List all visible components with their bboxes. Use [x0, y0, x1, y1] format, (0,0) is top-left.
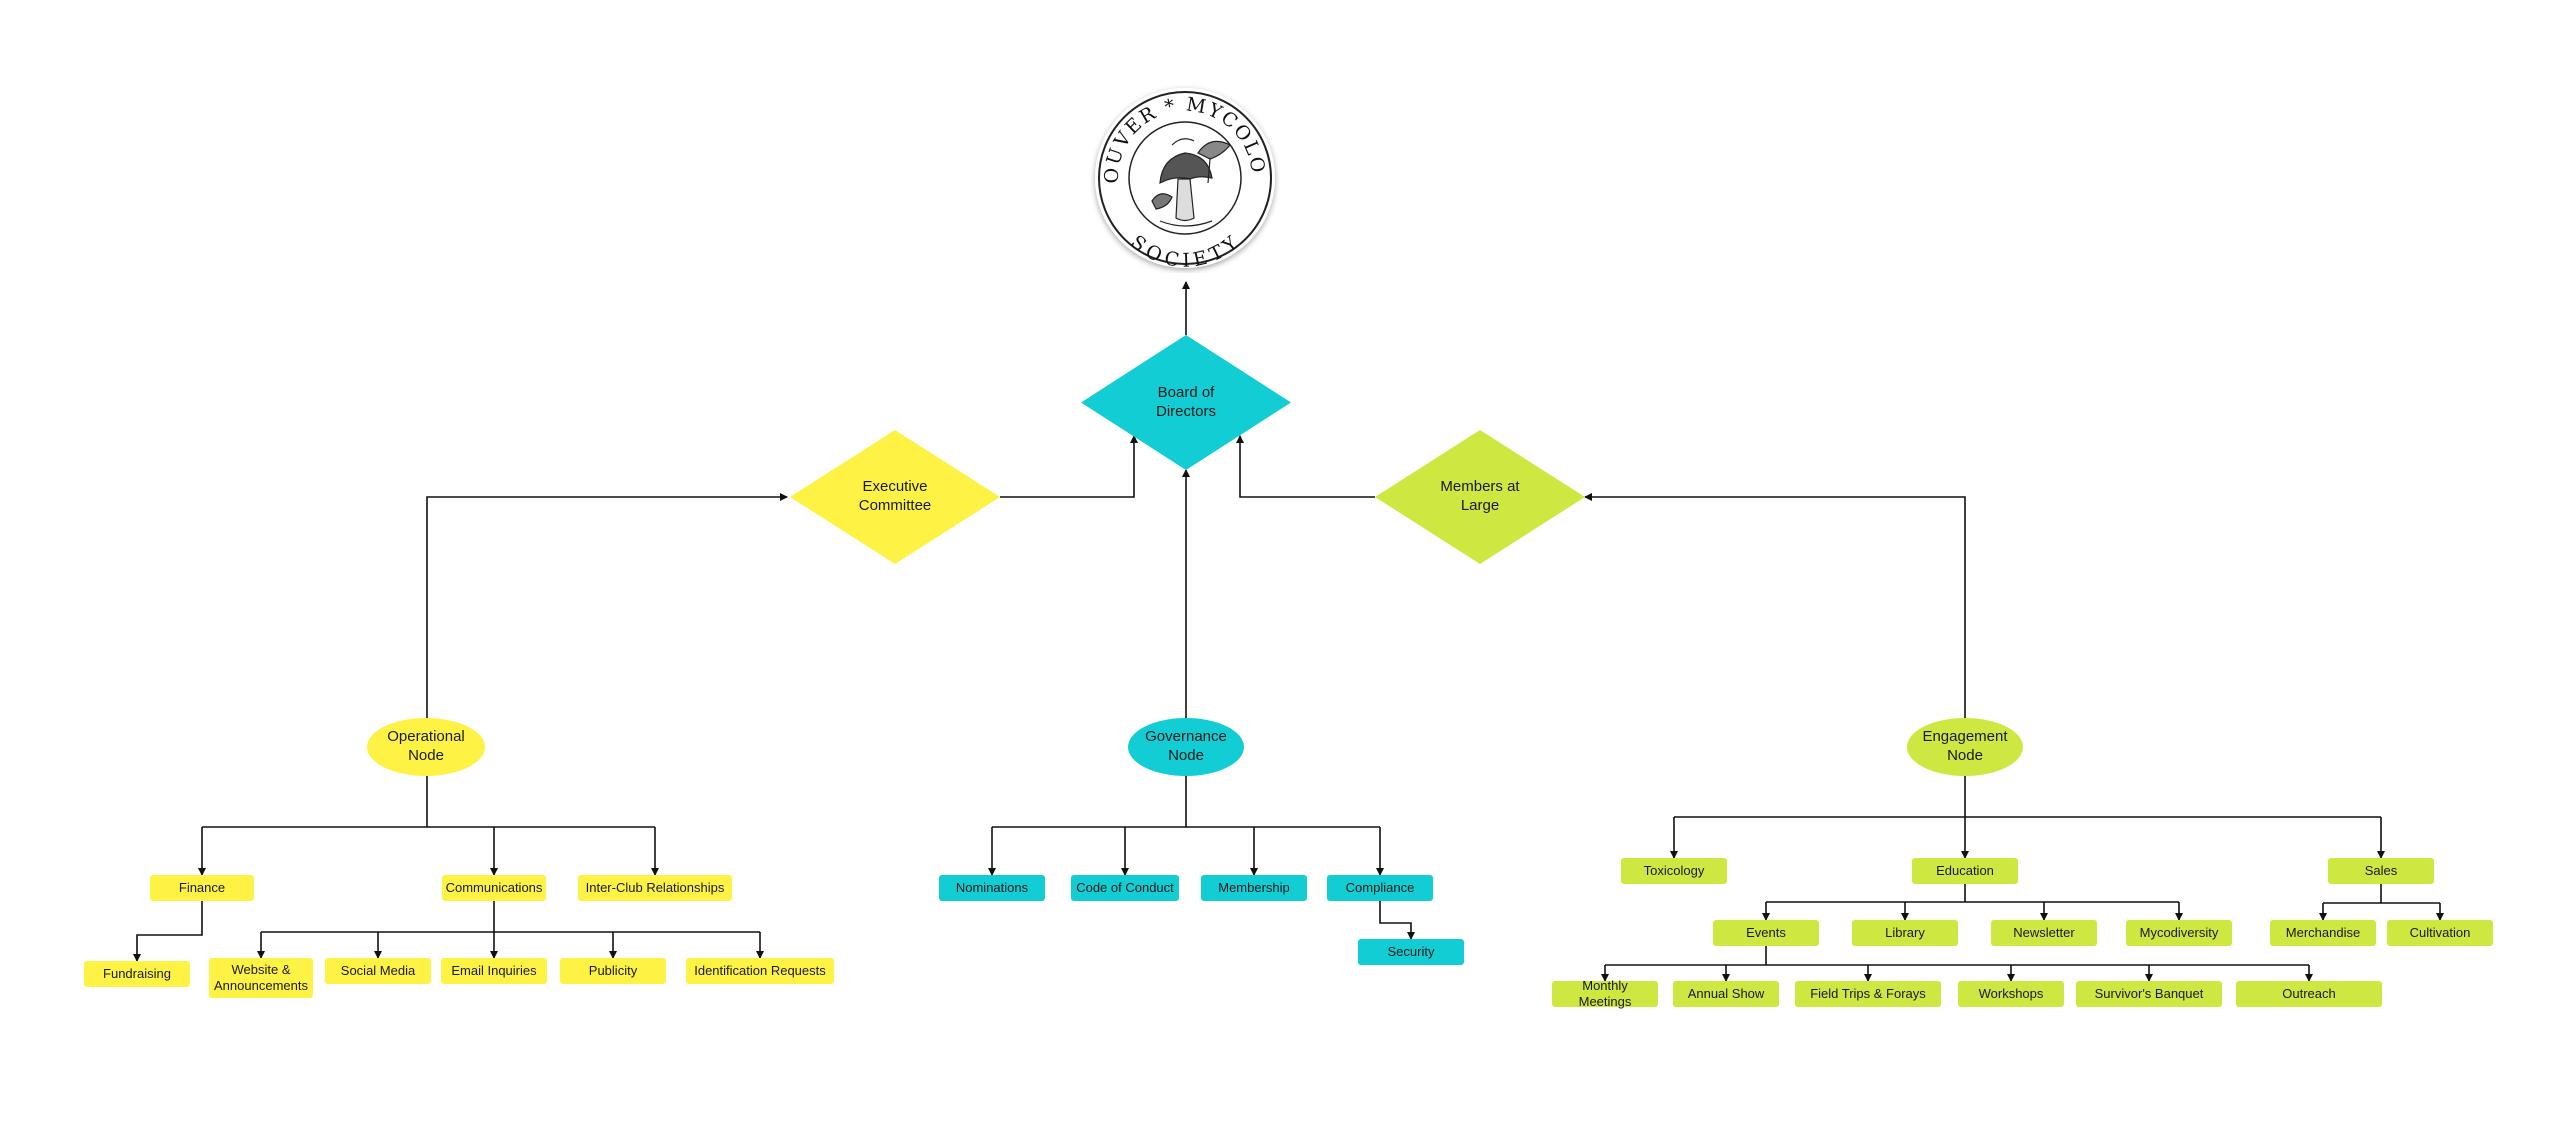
governance-node-label: Governance Node [1145, 728, 1227, 764]
outreach-label: Outreach [2282, 985, 2336, 1001]
compliance-label: Compliance [1345, 879, 1415, 895]
inter-club-relationships-label: Inter-Club Relationships [585, 879, 725, 895]
security-box[interactable]: Security [1358, 939, 1464, 965]
sales-box[interactable]: Sales [2328, 858, 2434, 884]
annual-show-box[interactable]: Annual Show [1673, 981, 1779, 1007]
outreach-box[interactable]: Outreach [2236, 981, 2382, 1007]
engagement-node[interactable]: Engagement Node [1907, 718, 2023, 776]
events-label: Events [1746, 924, 1786, 940]
connector-engagement-members [1584, 493, 1966, 720]
toxicology-label: Toxicology [1643, 862, 1705, 878]
sales-label: Sales [2364, 862, 2398, 878]
workshops-label: Workshops [1978, 985, 2044, 1001]
connector-governance-bus [992, 776, 1380, 828]
education-box[interactable]: Education [1912, 858, 2018, 884]
publicity-box[interactable]: Publicity [560, 958, 666, 984]
vancouver-mycological-society-logo: VANCOUVER * MYCOLOGICAL SOCIETY [1090, 83, 1275, 272]
code-of-conduct-box[interactable]: Code of Conduct [1071, 875, 1179, 901]
nominations-box[interactable]: Nominations [939, 875, 1045, 901]
compliance-box[interactable]: Compliance [1327, 875, 1433, 901]
governance-node[interactable]: Governance Node [1128, 718, 1244, 776]
website-announcements-box[interactable]: Website & Announcements [209, 958, 313, 998]
code-of-conduct-label: Code of Conduct [1076, 879, 1174, 895]
board-of-directors-label: Board of Directors [1155, 383, 1216, 420]
social-media-box[interactable]: Social Media [325, 958, 431, 984]
nominations-label: Nominations [955, 879, 1029, 895]
executive-committee-label: Executive Committee [858, 478, 932, 514]
email-inquiries-box[interactable]: Email Inquiries [441, 958, 547, 984]
website-announcements-label: Website & Announcements [214, 961, 308, 993]
newsletter-box[interactable]: Newsletter [1991, 920, 2097, 946]
fundraising-label: Fundraising [103, 965, 171, 981]
publicity-label: Publicity [588, 962, 638, 978]
mycodiversity-label: Mycodiversity [2139, 924, 2219, 940]
communications-label: Communications [445, 879, 543, 895]
newsletter-label: Newsletter [2013, 924, 2075, 940]
social-media-label: Social Media [340, 962, 416, 978]
field-trips-forays-box[interactable]: Field Trips & Forays [1795, 981, 1941, 1007]
annual-show-label: Annual Show [1687, 985, 1765, 1001]
security-label: Security [1387, 943, 1435, 959]
identification-requests-box[interactable]: Identification Requests [686, 958, 834, 984]
board-of-directors-node[interactable]: Board of Directors [1081, 335, 1291, 470]
connector-education-bus [1766, 884, 2179, 903]
communications-box[interactable]: Communications [442, 875, 546, 901]
education-label: Education [1936, 862, 1994, 878]
finance-label: Finance [178, 879, 226, 895]
members-at-large-label: Members at Large [1440, 478, 1520, 514]
operational-node-label: Operational Node [387, 728, 465, 764]
operational-node[interactable]: Operational Node [367, 718, 485, 776]
field-trips-forays-label: Field Trips & Forays [1810, 985, 1926, 1001]
engagement-node-label: Engagement Node [1922, 728, 2008, 764]
connector-operational-bus [202, 776, 655, 828]
executive-diamond-shape [790, 430, 1000, 564]
toxicology-box[interactable]: Toxicology [1621, 858, 1727, 884]
cultivation-label: Cultivation [2409, 924, 2471, 940]
library-label: Library [1885, 924, 1925, 940]
workshops-box[interactable]: Workshops [1958, 981, 2064, 1007]
survivors-banquet-label: Survivor's Banquet [2094, 985, 2204, 1001]
finance-box[interactable]: Finance [150, 875, 254, 901]
connector-members-board [1236, 435, 1375, 498]
merchandise-box[interactable]: Merchandise [2270, 920, 2376, 946]
identification-requests-label: Identification Requests [694, 962, 826, 978]
inter-club-relationships-box[interactable]: Inter-Club Relationships [578, 875, 732, 901]
monthly-meetings-box[interactable]: Monthly Meetings [1552, 978, 1658, 1009]
connector-sales-bus [2323, 884, 2440, 904]
connector-finance-fundraising [133, 901, 203, 962]
connector-communications-bus [261, 901, 760, 933]
connector-compliance-security [1379, 901, 1415, 940]
mushroom-icon [1151, 138, 1231, 227]
email-inquiries-label: Email Inquiries [451, 962, 537, 978]
merchandise-label: Merchandise [2285, 924, 2361, 940]
cultivation-box[interactable]: Cultivation [2387, 920, 2493, 946]
monthly-meetings-label: Monthly Meetings [1578, 977, 1632, 1009]
membership-box[interactable]: Membership [1201, 875, 1307, 901]
members-diamond-shape [1375, 430, 1585, 564]
library-box[interactable]: Library [1852, 920, 1958, 946]
executive-committee-node[interactable]: Executive Committee [790, 430, 1000, 564]
board-diamond-shape [1081, 335, 1291, 470]
connector-executive-board [1000, 435, 1138, 498]
membership-label: Membership [1218, 879, 1290, 895]
connector-engagement-bus [1674, 776, 2381, 818]
members-at-large-node[interactable]: Members at Large [1375, 430, 1585, 564]
connector-operational-executive [426, 493, 788, 720]
connector-events-bus [1605, 946, 2309, 966]
survivors-banquet-box[interactable]: Survivor's Banquet [2076, 981, 2222, 1007]
mycodiversity-box[interactable]: Mycodiversity [2126, 920, 2232, 946]
events-box[interactable]: Events [1713, 920, 1819, 946]
fundraising-box[interactable]: Fundraising [84, 961, 190, 987]
